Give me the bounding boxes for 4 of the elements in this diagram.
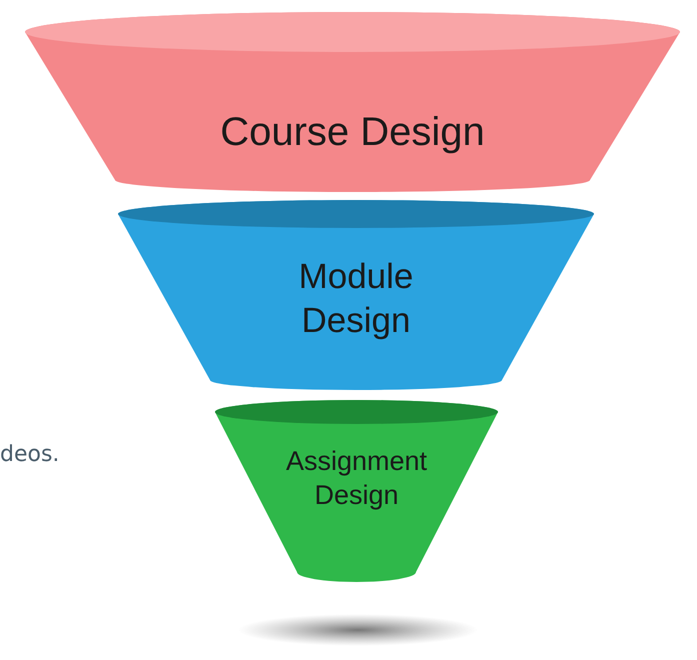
tier-label: Course Design (220, 109, 485, 156)
tier-label: Module Design (298, 256, 414, 342)
text-fragment: deos. (0, 441, 60, 469)
tier-label: Assignment Design (284, 445, 428, 512)
